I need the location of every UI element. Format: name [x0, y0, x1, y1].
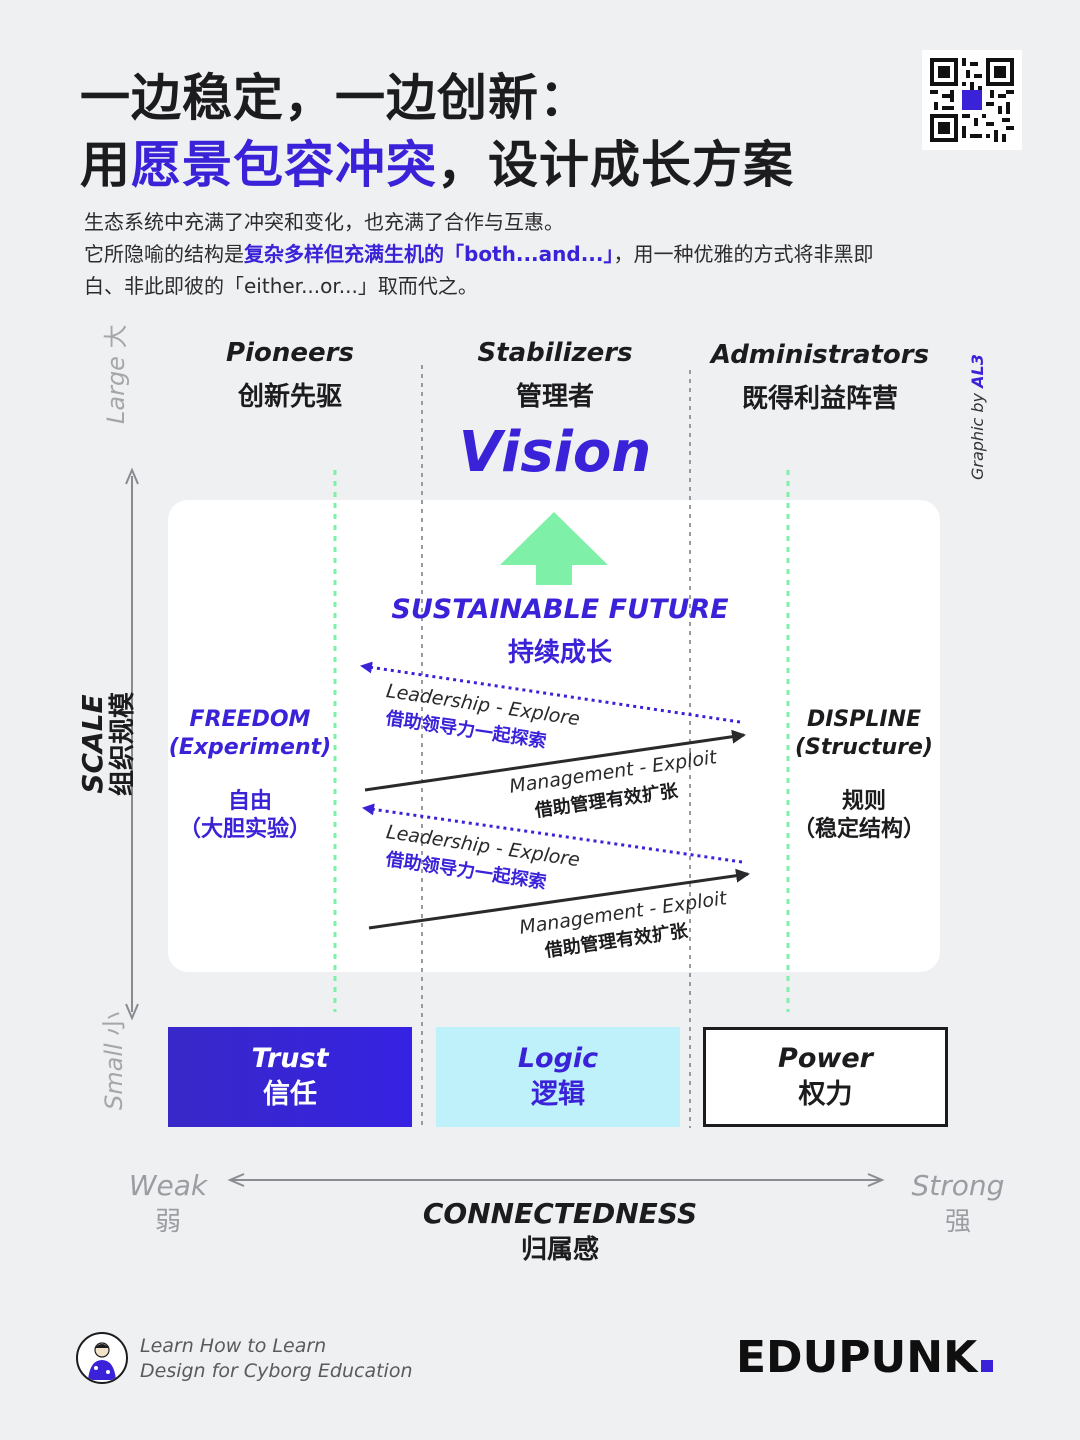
intro-suffix: ，用一种优雅的方式将非黑即: [613, 242, 874, 266]
brand-logo: EDUPUNK: [736, 1332, 994, 1383]
freedom-zh-sub: （大胆实验）: [178, 817, 311, 842]
footer-tagline-1: Learn How to Learn: [140, 1335, 327, 1357]
qr-code[interactable]: [922, 50, 1022, 150]
vision-label: Vision: [458, 420, 652, 485]
avatar: [76, 1332, 128, 1384]
x-axis-weak-label: Weak 弱: [108, 1168, 228, 1240]
sustainable-future-title: SUSTAINABLE FUTURE: [391, 594, 729, 625]
page-title-line-1: 一边稳定，一边创新：: [80, 69, 590, 127]
weak-zh: 弱: [154, 1207, 181, 1237]
x-axis-title-zh: 归属感: [520, 1235, 599, 1265]
logic-box: Logic 逻辑: [436, 1027, 680, 1127]
trust-zh: 信任: [263, 1079, 317, 1110]
avatar-icon: [88, 1342, 116, 1380]
trust-box: Trust 信任: [168, 1027, 412, 1127]
page-title-line-2: 用愿景包容冲突，设计成长方案: [80, 125, 794, 197]
management-arrow-1: [364, 729, 746, 792]
power-zh: 权力: [798, 1079, 853, 1110]
logic-en: Logic: [517, 1043, 599, 1074]
y-axis-title: SCALE 组织规模: [76, 691, 138, 796]
brand-name: EDUPUNK: [736, 1332, 978, 1383]
intro-line-3: 白、非此即彼的「either...or...」取而代之。: [84, 274, 478, 298]
leadership-arrow-1: [360, 661, 741, 724]
discipline-block: DISPLINE (Structure) 规则 （稳定结构）: [764, 706, 964, 844]
column-stabilizers-title: Stabilizers: [477, 338, 633, 368]
intro-prefix: 它所隐喻的结构是: [84, 242, 244, 266]
leadership-arrow-2: [362, 803, 743, 864]
freedom-en-sub: (Experiment): [168, 735, 332, 760]
growth-arrow-icon: [500, 512, 608, 585]
x-axis-arrow-left: [227, 1173, 245, 1187]
y-axis-title-en: SCALE: [76, 694, 109, 794]
y-axis-arrow-bottom: [125, 1003, 139, 1021]
x-axis-title-en: CONNECTEDNESS: [422, 1197, 698, 1230]
discipline-zh: 规则: [841, 789, 886, 814]
freedom-block: FREEDOM (Experiment) 自由 （大胆实验）: [150, 706, 350, 844]
intro-line-2: 它所隐喻的结构是复杂多样但充满生机的「both...and...」，用一种优雅的…: [84, 238, 874, 270]
logic-zh: 逻辑: [531, 1079, 585, 1110]
column-administrators-title: Administrators: [710, 340, 930, 370]
freedom-en: FREEDOM: [189, 707, 311, 732]
discipline-en-sub: (Structure): [795, 735, 933, 760]
discipline-en: DISPLINE: [806, 707, 922, 732]
column-pioneers-subtitle: 创新先驱: [237, 382, 342, 412]
footer-tagline: Learn How to Learn Design for Cyborg Edu…: [140, 1334, 413, 1384]
intro-highlight: 复杂多样但充满生机的「both...and...」: [244, 242, 614, 266]
footer-tagline-2: Design for Cyborg Education: [140, 1360, 413, 1382]
column-stabilizers-subtitle: 管理者: [515, 382, 594, 412]
weak-en: Weak: [128, 1169, 208, 1202]
title-prefix: 用: [80, 136, 131, 194]
brand-dot-icon: [981, 1360, 994, 1372]
x-axis-title: CONNECTEDNESS 归属感: [380, 1196, 740, 1268]
sustainable-future-subtitle: 持续成长: [507, 638, 612, 668]
y-axis-title-zh: 组织规模: [108, 691, 138, 796]
x-axis-strong-label: Strong 强: [898, 1168, 1018, 1240]
management-arrow-2: [368, 868, 750, 930]
freedom-zh: 自由: [227, 789, 272, 814]
discipline-zh-sub: （稳定结构）: [792, 817, 925, 842]
intro-line-1: 生态系统中充满了冲突和变化，也充满了合作与互惠。: [84, 210, 564, 234]
title-accent: 愿景包容冲突: [131, 136, 437, 194]
power-box: Power 权力: [703, 1027, 948, 1127]
title-suffix: ，设计成长方案: [437, 136, 794, 194]
qr-code-icon: [930, 58, 1014, 142]
trust-en: Trust: [251, 1043, 329, 1074]
column-administrators-subtitle: 既得利益阵营: [741, 384, 898, 414]
strong-zh: 强: [944, 1207, 971, 1237]
power-en: Power: [778, 1043, 873, 1074]
x-axis-arrow-right: [867, 1173, 885, 1187]
column-pioneers-title: Pioneers: [226, 338, 354, 368]
strong-en: Strong: [911, 1169, 1005, 1202]
y-axis-arrow-top: [125, 467, 139, 485]
